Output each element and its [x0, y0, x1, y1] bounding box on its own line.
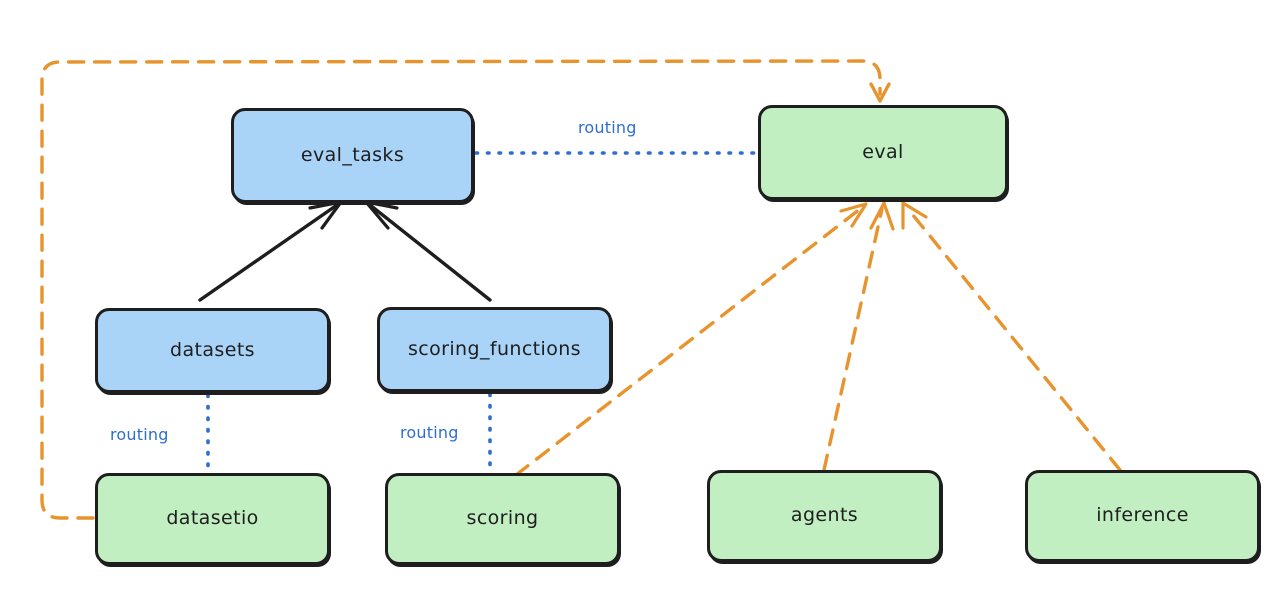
edge-datasets-to-eval_tasks	[198, 200, 343, 302]
node-label-scoring-functions: scoring_functions	[408, 337, 581, 360]
node-label-inference: inference	[1096, 504, 1189, 527]
node-datasetio[interactable]: datasetio	[95, 473, 330, 565]
node-scoring[interactable]: scoring	[385, 473, 620, 565]
node-eval-tasks[interactable]: eval_tasks	[231, 108, 474, 203]
node-inference[interactable]: inference	[1025, 470, 1260, 562]
node-agents[interactable]: agents	[707, 470, 942, 562]
node-label-eval: eval	[862, 140, 904, 163]
node-label-datasetio: datasetio	[166, 507, 259, 530]
node-scoring-functions[interactable]: scoring_functions	[377, 307, 612, 392]
node-datasets[interactable]: datasets	[95, 308, 330, 393]
edge-label-routing-datasets-datasetio: routing	[110, 425, 169, 444]
edge-label-routing-scoring-functions-scoring: routing	[400, 423, 459, 442]
node-label-datasets: datasets	[170, 338, 255, 361]
edge-inference-to-eval	[901, 201, 1122, 472]
edge-datasetio-to-eval	[40, 59, 891, 520]
node-eval[interactable]: eval	[758, 105, 1008, 200]
node-label-eval-tasks: eval_tasks	[300, 143, 405, 166]
edge-scoring-to-eval	[514, 202, 868, 477]
edge-label-routing-eval-tasks-eval: routing	[578, 118, 637, 137]
node-label-agents: agents	[790, 504, 859, 527]
edge-scoring_functions-to-eval_tasks	[364, 200, 492, 302]
node-label-scoring: scoring	[466, 507, 539, 530]
edge-agents-to-eval	[822, 201, 895, 472]
